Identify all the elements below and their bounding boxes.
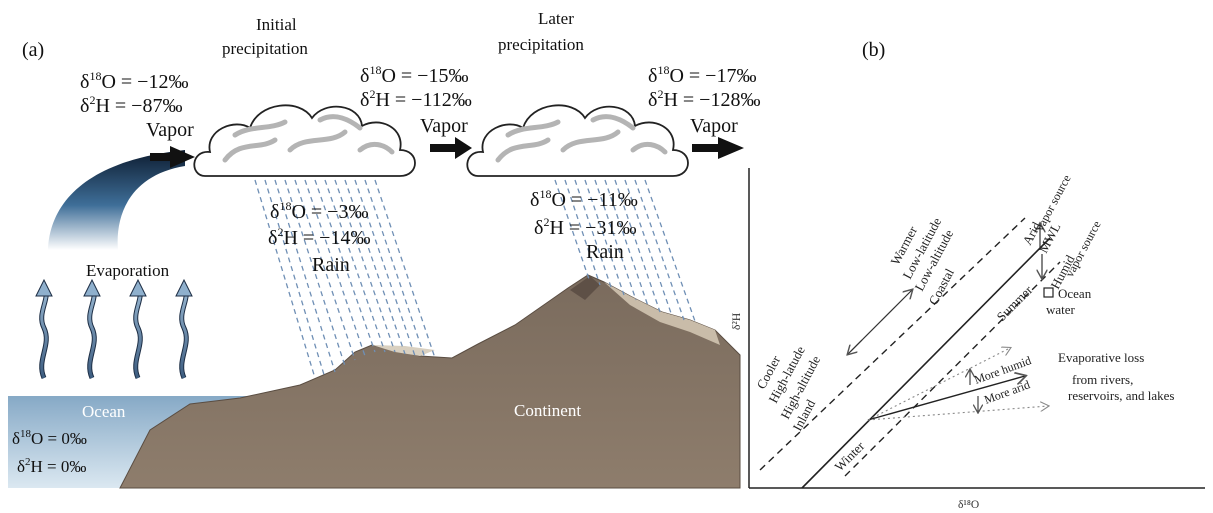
rain-2-o18: δ18O = −11‰ xyxy=(530,187,638,211)
ocean-water-label-2: water xyxy=(1046,302,1076,317)
initial-precip-line1: Initial xyxy=(256,15,297,34)
ocean-h2: δ2H = 0‰ xyxy=(17,456,86,476)
arid-source-line xyxy=(759,217,1026,471)
panel-b: (b) δ²H δ¹⁸O Arid vapor source MWL Humid xyxy=(731,39,1205,511)
vapor-1-label: Vapor xyxy=(146,119,194,141)
later-precip-line1: Later xyxy=(538,9,574,28)
evap-loss-line-2: from rivers, xyxy=(1072,372,1133,387)
vapor-arrow-1-head xyxy=(170,146,195,168)
evap-loss-line-3: reservoirs, and lakes xyxy=(1068,388,1175,403)
vapor-arrow-3 xyxy=(692,137,744,159)
evap-line-main xyxy=(867,376,1025,421)
rain-2-h2: δ2H = −31‰ xyxy=(534,215,636,239)
evap-line-humid xyxy=(867,348,1010,421)
evap-line-arid xyxy=(867,406,1048,421)
ocean-water-marker xyxy=(1043,287,1054,298)
vapor-wave xyxy=(48,150,185,250)
mwl-line xyxy=(801,237,1051,489)
vapor-arrow-1-shaft xyxy=(150,153,172,161)
cloud-later xyxy=(466,104,689,177)
panel-b-label: (b) xyxy=(862,39,885,61)
cooler-arrow xyxy=(848,339,863,354)
continent-landmass xyxy=(119,274,741,489)
vapor-2-h2: δ2H = −112‰ xyxy=(360,87,472,111)
later-precip-line2: precipitation xyxy=(498,35,584,54)
y-axis-label: δ²H xyxy=(731,313,743,330)
ocean-label: Ocean xyxy=(82,402,126,421)
humid-label-2: vapor source xyxy=(1062,218,1103,279)
continent-label: Continent xyxy=(514,401,581,420)
rain-initial xyxy=(254,179,436,379)
cloud-initial xyxy=(193,104,416,177)
panel-a: (a) Ocean δ18O = 0‰ δ2H = 0‰ Continent E… xyxy=(8,9,760,489)
winter-label: Winter xyxy=(832,438,868,474)
rain-2-label: Rain xyxy=(586,241,624,263)
peak-shadow xyxy=(570,276,600,300)
humid-source-line xyxy=(844,261,1061,477)
initial-precip-line2: precipitation xyxy=(222,39,308,58)
evaporation-label: Evaporation xyxy=(86,261,170,280)
vapor-3-o18: δ18O = −17‰ xyxy=(648,63,756,87)
vapor-2-label: Vapor xyxy=(420,115,468,137)
vapor-1-o18: δ18O = −12‰ xyxy=(80,69,188,93)
snow-patch-right xyxy=(604,282,720,345)
panel-a-label: (a) xyxy=(22,39,44,61)
rain-1-o18: δ18O = −3‰ xyxy=(270,199,368,223)
vapor-arrow-2 xyxy=(430,137,472,159)
ocean-o18: δ18O = 0‰ xyxy=(12,428,87,448)
evap-loss-line-1: Evaporative loss xyxy=(1058,350,1144,365)
x-axis-label: δ¹⁸O xyxy=(958,499,979,511)
rain-1-label: Rain xyxy=(312,254,350,276)
evaporation-arrows xyxy=(35,278,193,380)
rain-later xyxy=(554,179,697,325)
rain-1-h2: δ2H = −14‰ xyxy=(268,225,370,249)
vapor-2-o18: δ18O = −15‰ xyxy=(360,63,468,87)
vapor-3-h2: δ2H = −128‰ xyxy=(648,87,760,111)
ocean-water-label-1: Ocean xyxy=(1058,286,1092,301)
vapor-1-h2: δ2H = −87‰ xyxy=(80,93,182,117)
vapor-3-label: Vapor xyxy=(690,115,738,137)
